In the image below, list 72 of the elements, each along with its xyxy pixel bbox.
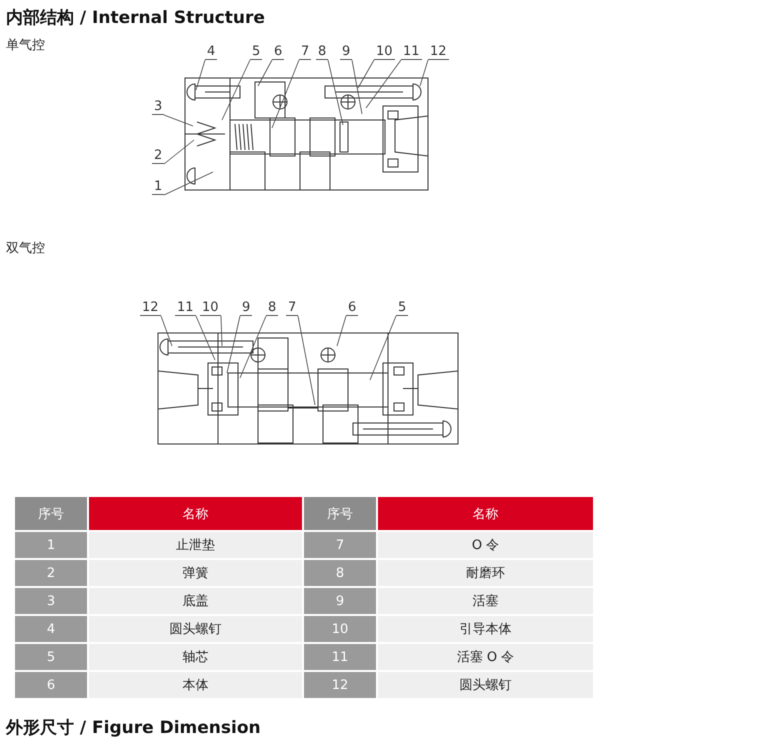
table-cell: 5 <box>14 643 88 671</box>
table-cell: 9 <box>303 587 377 615</box>
table-cell: 圆头螺钉 <box>88 615 303 643</box>
table-cell: 11 <box>303 643 377 671</box>
header-cell: 名称 <box>88 496 303 531</box>
leader-line <box>298 316 316 406</box>
header-cell: 名称 <box>377 496 594 531</box>
callout-number: 11 <box>401 45 422 60</box>
table-cell: 4 <box>14 615 88 643</box>
callout-number: 10 <box>200 301 221 316</box>
table-cell: 轴芯 <box>88 643 303 671</box>
header-cell: 序号 <box>303 496 377 531</box>
callout-number: 1 <box>152 180 164 195</box>
leader-line <box>336 316 346 346</box>
leader-line <box>258 60 272 86</box>
leader-line <box>164 140 194 164</box>
callout-number: 7 <box>286 301 298 316</box>
table-cell: 1 <box>14 531 88 559</box>
leader-line <box>160 316 172 346</box>
leader-line <box>196 60 206 90</box>
leader-line <box>352 60 362 114</box>
callout-number: 8 <box>316 45 328 60</box>
leader-line <box>272 60 300 128</box>
table-cell: 6 <box>14 671 88 699</box>
section-heading: 外形尺寸 / Figure Dimension <box>6 717 261 739</box>
callout-number: 12 <box>428 45 449 60</box>
table-cell: 弹簧 <box>88 559 303 587</box>
leader-line <box>222 60 250 120</box>
table-cell: 耐磨环 <box>377 559 594 587</box>
callout-number: 6 <box>346 301 358 316</box>
callout-number: 5 <box>396 301 408 316</box>
table-cell: 7 <box>303 531 377 559</box>
table-cell: 圆头螺钉 <box>377 671 594 699</box>
callout-number: 6 <box>272 45 284 60</box>
leader-line <box>226 316 240 374</box>
callout-number: 8 <box>266 301 278 316</box>
table-cell: O 令 <box>377 531 594 559</box>
leader-line <box>358 60 374 88</box>
leader-line <box>164 114 194 126</box>
table-cell: 2 <box>14 559 88 587</box>
callout-number: 10 <box>374 45 395 60</box>
callout-number: 5 <box>250 45 262 60</box>
callout-number: 9 <box>240 301 252 316</box>
leader-line <box>220 316 222 346</box>
callout-number: 2 <box>152 149 164 164</box>
subheading: 单气控 <box>6 37 45 54</box>
leader-line <box>420 60 428 86</box>
leader-line <box>366 60 402 108</box>
table-cell: 底盖 <box>88 587 303 615</box>
callout-number: 7 <box>299 45 312 60</box>
callout-number: 4 <box>205 45 218 60</box>
table-cell: 8 <box>303 559 377 587</box>
callout-number: 9 <box>340 45 352 60</box>
callout-number: 12 <box>140 301 161 316</box>
table-cell: 活塞 O 令 <box>377 643 594 671</box>
subheading: 双气控 <box>6 240 45 257</box>
table-cell: 10 <box>303 615 377 643</box>
table-cell: 12 <box>303 671 377 699</box>
table-cell: 本体 <box>88 671 303 699</box>
leader-line <box>196 316 216 360</box>
section-heading: 内部结构 / Internal Structure <box>6 7 265 29</box>
table-cell: 引导本体 <box>377 615 594 643</box>
callout-number: 11 <box>175 301 196 316</box>
table-cell: 3 <box>14 587 88 615</box>
leader-line <box>328 60 344 126</box>
table-cell: 活塞 <box>377 587 594 615</box>
leader-line <box>370 316 396 380</box>
leader-line <box>240 316 266 378</box>
callout-number: 3 <box>152 100 164 115</box>
leader-line <box>164 172 214 196</box>
header-cell: 序号 <box>14 496 88 531</box>
table-cell: 止泄垫 <box>88 531 303 559</box>
